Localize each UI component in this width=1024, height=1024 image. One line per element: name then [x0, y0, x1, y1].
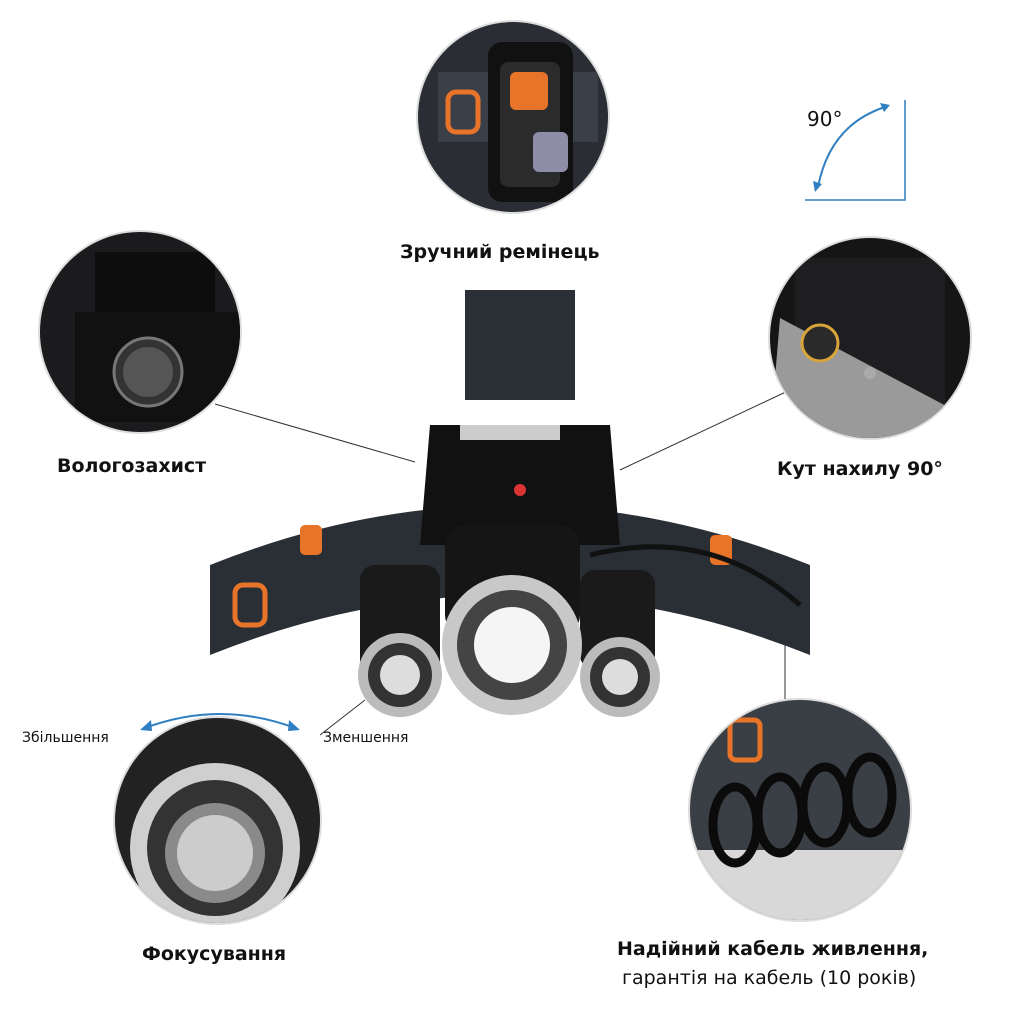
focus-detail-image — [115, 718, 320, 923]
cable-label-line2: гарантія на кабель (10 років) — [622, 967, 917, 989]
angle-diagram: 90° — [800, 95, 910, 205]
zoom-out-label: Зменшення — [323, 730, 409, 746]
tilt-detail-image — [770, 238, 970, 438]
waterproof-label: Вологозахист — [57, 455, 207, 477]
tilt-label: Кут нахилу 90° — [777, 458, 943, 480]
strap-detail-image — [418, 22, 608, 212]
focus-arrow — [135, 700, 305, 740]
cable-label-line1: Надійний кабель живлення, — [617, 938, 929, 960]
headlamp-product-image — [190, 285, 840, 725]
zoom-in-label: Збільшення — [22, 730, 109, 746]
strap-label: Зручний ремінець — [400, 241, 600, 263]
focus-label: Фокусування — [142, 943, 287, 965]
angle-value: 90° — [807, 107, 843, 131]
cable-detail-image — [690, 700, 910, 920]
waterproof-detail-image — [40, 232, 240, 432]
